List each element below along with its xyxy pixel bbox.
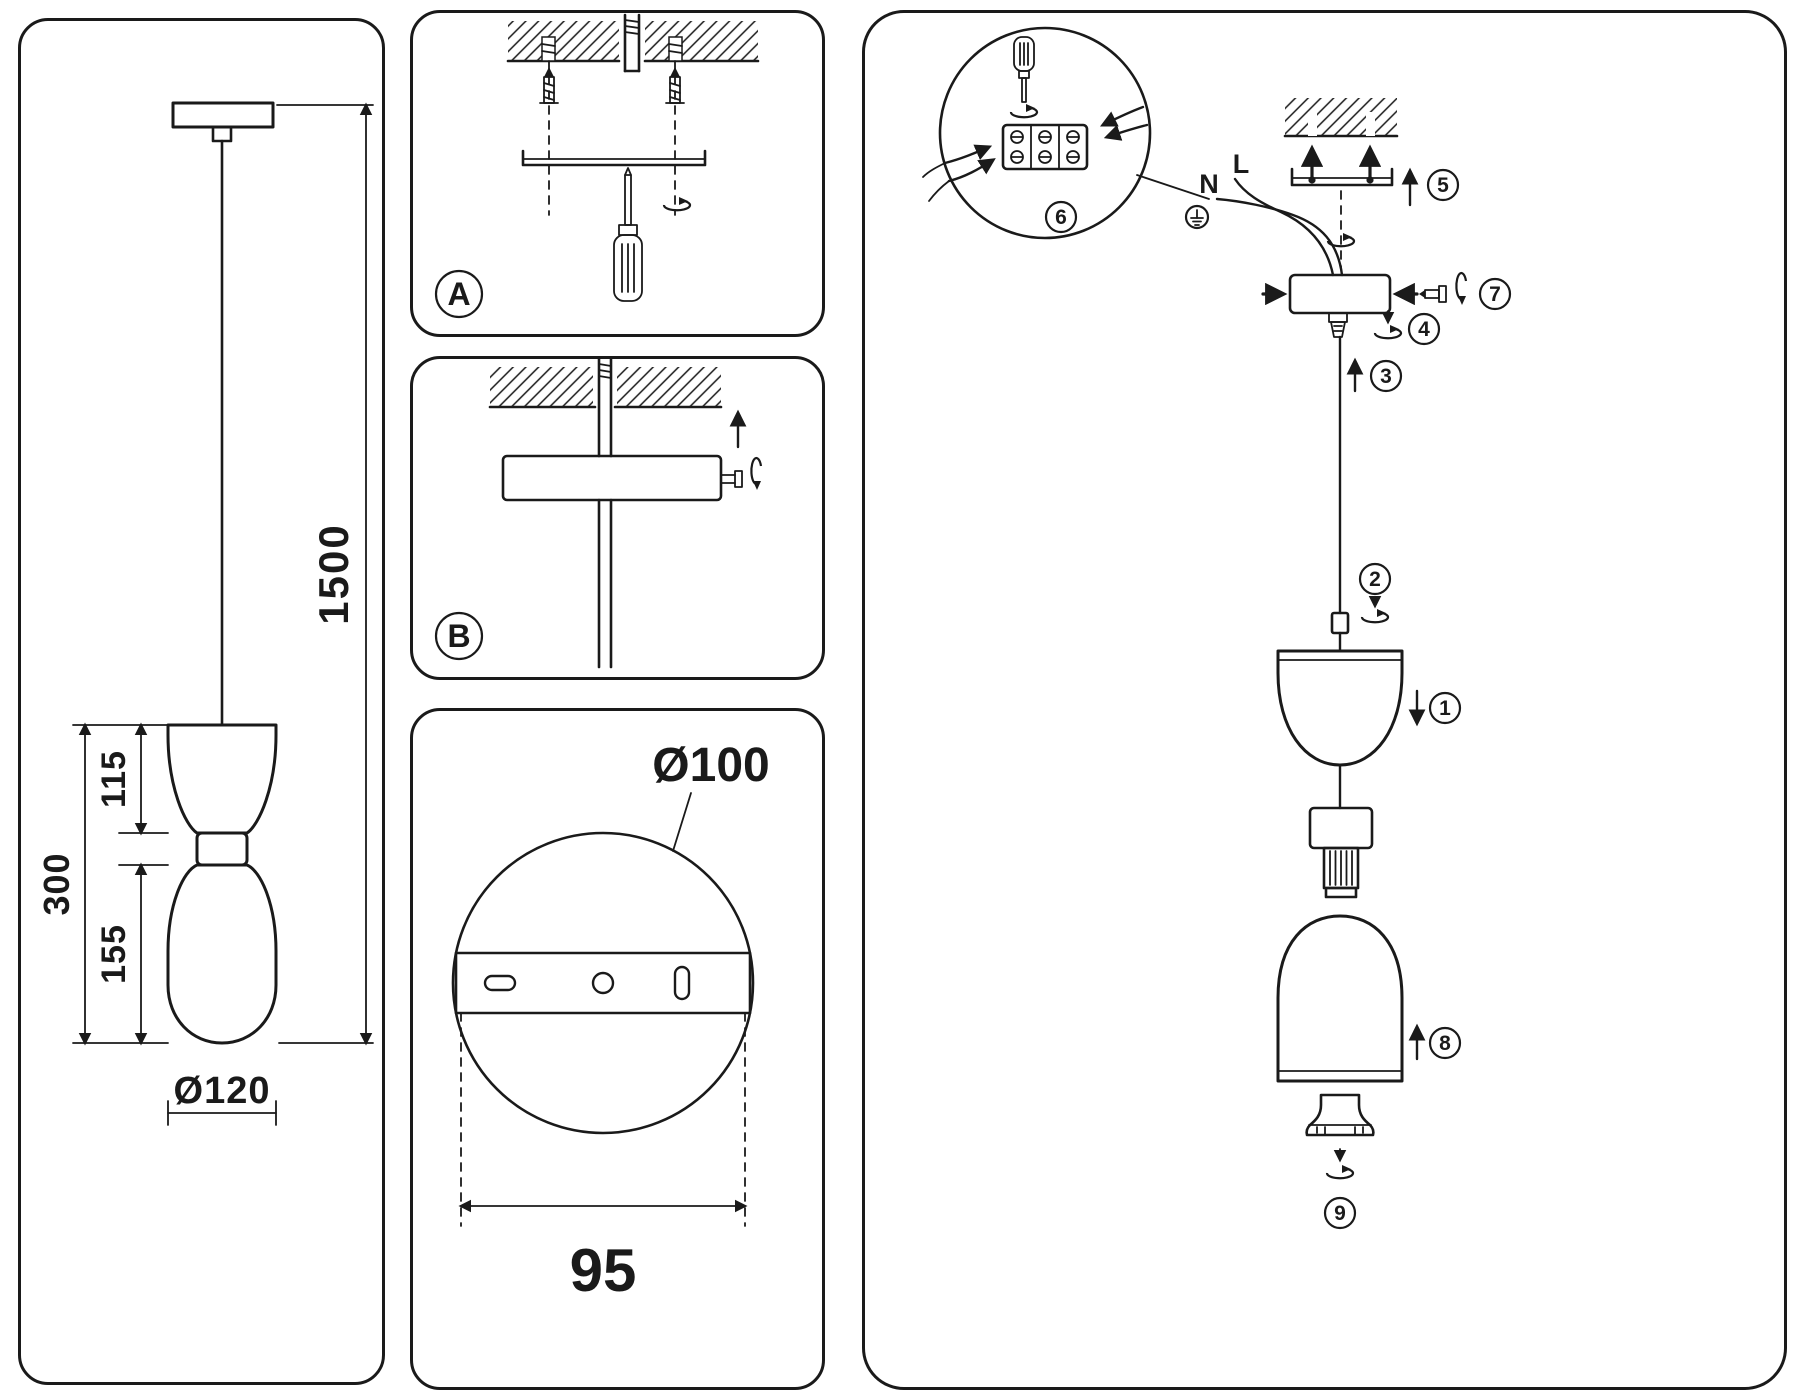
step-3: 3: [1346, 357, 1403, 393]
diffuser: [1305, 1093, 1375, 1137]
mounting-bracket: [521, 149, 707, 167]
canopy-view-panel: Ø100 95: [410, 708, 825, 1390]
lower-shade: [166, 863, 278, 1045]
lower-shade: [1276, 914, 1404, 1083]
rotate-arrow-icon: [1009, 102, 1039, 119]
step-9-number: 9: [1334, 1202, 1346, 1225]
dim-diameter-100: Ø100: [652, 739, 770, 852]
dim-label-95: 95: [570, 1237, 637, 1304]
ceiling-hatch: [1283, 98, 1399, 138]
mounting-bracket: [1290, 167, 1394, 187]
rotate-arrow-icon: [1325, 1163, 1355, 1180]
wall-plug-left: [541, 36, 556, 62]
oval-hole: [673, 965, 691, 1001]
wiring-detail-circle: 6: [922, 26, 1152, 240]
step-7-number: 7: [1489, 283, 1501, 306]
wire-label-live: L: [1233, 149, 1250, 179]
rotate-arrow-icon: [1360, 607, 1390, 624]
lamp-socket: [1308, 806, 1374, 899]
dim-95: 95: [458, 1012, 748, 1304]
dim-300: 300: [36, 722, 169, 1046]
step-8: 8: [1408, 1023, 1462, 1061]
step-7: 7: [1261, 271, 1512, 311]
dim-label-115: 115: [95, 750, 133, 808]
step-3-number: 3: [1380, 365, 1392, 388]
dim-label-diameter-100: Ø100: [652, 739, 769, 792]
step-4: 4: [1373, 310, 1441, 346]
mains-wires: [1215, 177, 1344, 277]
screwdriver-icon: [1013, 36, 1035, 103]
rotate-arrow-icon: [750, 456, 763, 492]
step-1-number: 1: [1439, 697, 1451, 720]
wire-label-neutral: N: [1199, 169, 1219, 199]
step-9: 9: [1323, 1148, 1357, 1230]
dim-label-diameter: Ø120: [174, 1070, 271, 1112]
threaded-pipe: [597, 359, 613, 458]
cord-grip: [1330, 611, 1350, 635]
dimension-drawing-panel: 1500 300 115 155 Ø120: [18, 18, 385, 1385]
step-4-number: 4: [1418, 318, 1430, 341]
rotate-arrow-icon: [1455, 271, 1468, 307]
step-1: 1: [1408, 689, 1462, 727]
dim-label-155: 155: [95, 924, 133, 984]
detail-a-panel: A: [410, 10, 825, 337]
ceiling-hatch: [506, 21, 760, 63]
ceiling-hatch: [488, 367, 723, 409]
wall-plug-right: [668, 36, 683, 62]
assembly-panel: 6 L N: [862, 10, 1787, 1390]
canopy-disc: [451, 831, 755, 1135]
dim-label-300: 300: [36, 852, 77, 915]
rotate-arrow-icon: [662, 195, 692, 212]
detail-b-panel: B: [410, 356, 825, 680]
center-hole: [591, 971, 615, 995]
ceiling-plate: [171, 101, 275, 129]
shade-connector: [195, 831, 249, 867]
set-screw-icon: [720, 470, 743, 488]
detail-b-label: B: [447, 618, 470, 654]
mounting-bar: [454, 951, 752, 1015]
pendant-lamp-outline: [166, 101, 278, 1045]
step-5-number: 5: [1437, 174, 1449, 197]
step-6-badge: 6: [1044, 200, 1078, 234]
dim-1500: 1500: [276, 102, 374, 1046]
dim-diameter-120: Ø120: [167, 1070, 277, 1126]
detail-b-badge: B: [434, 611, 484, 661]
dim-label-1500: 1500: [310, 523, 357, 624]
pendant-pipe: [597, 498, 613, 669]
wire-arrows: [922, 105, 1149, 202]
ground-icon: [1184, 204, 1210, 230]
threaded-pipe: [623, 13, 641, 73]
rotate-arrow-icon: [1373, 323, 1403, 340]
step-8-number: 8: [1439, 1032, 1451, 1055]
screw-anchor-icon: [539, 67, 559, 104]
detail-a-badge: A: [434, 269, 484, 319]
terminal-block: [1001, 123, 1089, 171]
screw-anchor-icon: [665, 67, 685, 104]
step-2: 2: [1358, 562, 1392, 624]
upper-shade: [166, 723, 278, 835]
step-6-number: 6: [1055, 206, 1067, 229]
screwdriver-icon: [613, 167, 643, 302]
detail-leader-line: [1136, 174, 1210, 200]
canopy: [501, 454, 723, 502]
dim-115: 115: [95, 722, 169, 836]
dim-155: 155: [95, 862, 169, 1046]
canopy: [1288, 273, 1392, 338]
wire-labels: L N: [1184, 149, 1250, 230]
upper-shade: [1276, 649, 1404, 767]
step-2-number: 2: [1369, 568, 1381, 591]
detail-a-label: A: [447, 276, 470, 312]
step-5: 5: [1401, 167, 1460, 207]
slot-hole: [483, 974, 517, 992]
plate-neck: [211, 125, 233, 143]
set-screw-icon: [1419, 285, 1447, 303]
